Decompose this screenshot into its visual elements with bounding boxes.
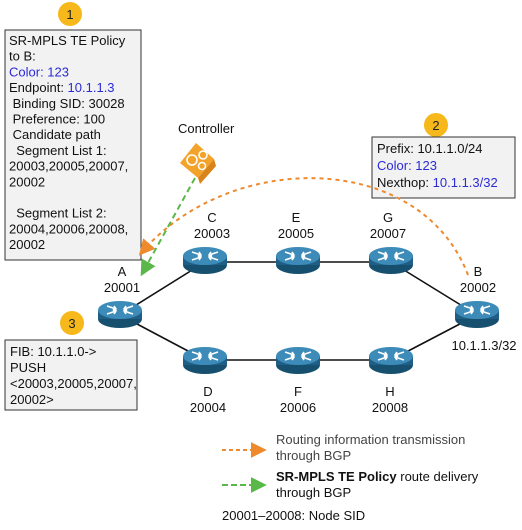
fib-box-line: FIB: 10.1.1.0-> bbox=[10, 344, 96, 359]
controller-gear-icon bbox=[180, 143, 216, 184]
router-icon bbox=[368, 246, 414, 275]
legend-bgp-routing: Routing information transmission through… bbox=[222, 432, 465, 463]
router-C: C 20003 bbox=[182, 210, 230, 275]
policy-box-line: Candidate path bbox=[9, 127, 101, 142]
policy-box-line: Endpoint: 10.1.1.3 bbox=[9, 80, 115, 95]
node-B-name: B bbox=[474, 264, 483, 279]
policy-box-line: Segment List 1: bbox=[9, 143, 107, 158]
callout-badge-2: 2 bbox=[424, 113, 448, 137]
policy-box-line: 20003,20005,20007, bbox=[9, 159, 128, 174]
node-E-name: E bbox=[292, 210, 301, 225]
policy-box-line: Segment List 2: bbox=[9, 206, 107, 221]
node-E-sid: 20005 bbox=[278, 226, 314, 241]
policy-box-line: Color: 123 bbox=[9, 64, 69, 79]
router-icon bbox=[182, 246, 228, 275]
fib-box-line: PUSH bbox=[10, 360, 46, 375]
fib-box-line: 20002> bbox=[10, 392, 54, 407]
fib-info-box: FIB: 10.1.1.0->PUSH<20003,20005,20007,20… bbox=[4, 339, 138, 411]
node-C-name: C bbox=[207, 210, 216, 225]
router-E: E 20005 bbox=[275, 210, 321, 275]
legend-policy-delivery: SR-MPLS TE Policy route delivery through… bbox=[222, 469, 479, 500]
prefix-box-line: Color: 123 bbox=[377, 158, 437, 173]
legend-policy-line1: SR-MPLS TE Policy route delivery bbox=[276, 469, 479, 484]
router-icon bbox=[97, 300, 143, 329]
policy-box-line: Binding SID: 30028 bbox=[9, 96, 125, 111]
node-F-name: F bbox=[294, 384, 302, 399]
legend: Routing information transmission through… bbox=[222, 432, 479, 523]
controller: Controller bbox=[178, 121, 235, 184]
node-C-sid: 20003 bbox=[194, 226, 230, 241]
callout-1-label: 1 bbox=[66, 7, 73, 22]
node-G-sid: 20007 bbox=[370, 226, 406, 241]
policy-box-line: 20004,20006,20008, bbox=[9, 221, 128, 236]
router-G: G 20007 bbox=[368, 210, 414, 275]
fib-box-line: <20003,20005,20007, bbox=[10, 376, 137, 391]
router-B: B 20002 10.1.1.3/32 bbox=[451, 264, 516, 353]
controller-label: Controller bbox=[178, 121, 235, 136]
router-icon bbox=[368, 346, 414, 375]
legend-sid-note: 20001–20008: Node SID bbox=[222, 508, 365, 523]
node-D-sid: 20004 bbox=[190, 400, 226, 415]
router-F: F 20006 bbox=[275, 346, 321, 415]
node-B-address: 10.1.1.3/32 bbox=[451, 338, 516, 353]
router-icon bbox=[454, 300, 500, 329]
topology-links bbox=[119, 261, 478, 361]
callout-3-label: 3 bbox=[68, 316, 75, 331]
policy-box-line: 20002 bbox=[9, 174, 45, 189]
callout-badge-1: 1 bbox=[58, 2, 82, 26]
router-icon bbox=[275, 346, 321, 375]
legend-policy-rest: route delivery bbox=[397, 469, 479, 484]
policy-box-line: to B: bbox=[9, 49, 36, 64]
prefix-box-line: Prefix: 10.1.1.0/24 bbox=[377, 141, 483, 156]
node-H-name: H bbox=[385, 384, 394, 399]
router-H: H 20008 bbox=[368, 346, 414, 415]
node-A-sid: 20001 bbox=[104, 280, 140, 295]
node-B-sid: 20002 bbox=[460, 280, 496, 295]
policy-box-line: 20002 bbox=[9, 237, 45, 252]
policy-box-line: Preference: 100 bbox=[9, 112, 105, 127]
router-icon bbox=[275, 246, 321, 275]
node-A-name: A bbox=[118, 264, 127, 279]
legend-policy-line2: through BGP bbox=[276, 485, 351, 500]
router-A: A 20001 bbox=[97, 264, 143, 329]
callout-badge-3: 3 bbox=[60, 311, 84, 335]
node-G-name: G bbox=[383, 210, 393, 225]
policy-box-line: SR-MPLS TE Policy bbox=[9, 33, 126, 48]
node-D-name: D bbox=[203, 384, 212, 399]
node-F-sid: 20006 bbox=[280, 400, 316, 415]
policy-delivery-arrow bbox=[140, 177, 196, 277]
bgp-route-arc bbox=[138, 177, 469, 276]
router-icon bbox=[182, 346, 228, 375]
legend-policy-bold: SR-MPLS TE Policy bbox=[276, 469, 397, 484]
legend-bgp-line2: through BGP bbox=[276, 448, 351, 463]
prefix-box-line: Nexthop: 10.1.1.3/32 bbox=[377, 175, 498, 190]
node-H-sid: 20008 bbox=[372, 400, 408, 415]
legend-bgp-line1: Routing information transmission bbox=[276, 432, 465, 447]
callout-2-label: 2 bbox=[432, 118, 439, 133]
router-D: D 20004 bbox=[182, 346, 228, 415]
